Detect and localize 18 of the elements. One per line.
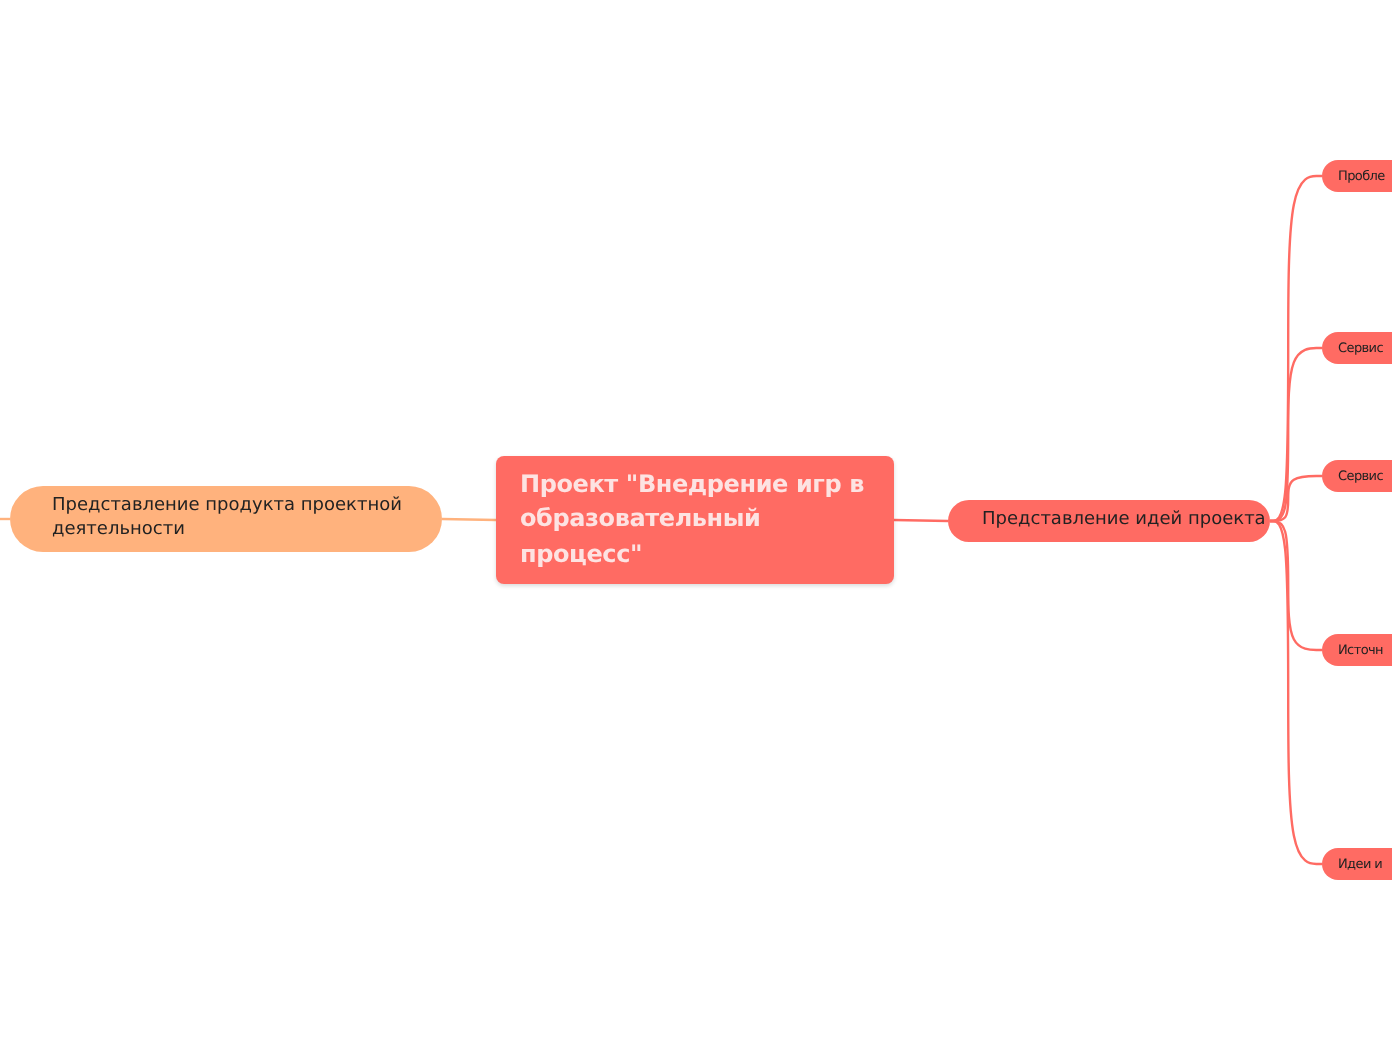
topic-pill xyxy=(10,486,442,552)
connector-line xyxy=(1270,174,1322,523)
topic-label: Представление продукта проектной деятельности xyxy=(52,495,404,543)
connector-line xyxy=(893,518,949,523)
connector-line xyxy=(0,517,10,521)
connector-line xyxy=(1270,519,1322,866)
subtopic-pill xyxy=(1322,848,1392,880)
central-topic-box xyxy=(496,456,894,584)
subtopic-pill xyxy=(1322,160,1392,192)
subtopic-pill xyxy=(1322,634,1392,666)
subtopic-pill xyxy=(1322,332,1392,364)
topic-pill xyxy=(948,500,1270,542)
connector-line xyxy=(1270,346,1322,523)
connector-line xyxy=(441,517,497,522)
connector-line xyxy=(1270,519,1322,652)
topic-label: Представление идей проекта xyxy=(982,509,1266,533)
topic-label: Проект "Внедрение игр в образовательный процесс" xyxy=(520,467,866,572)
subtopic-pill xyxy=(1322,460,1392,492)
